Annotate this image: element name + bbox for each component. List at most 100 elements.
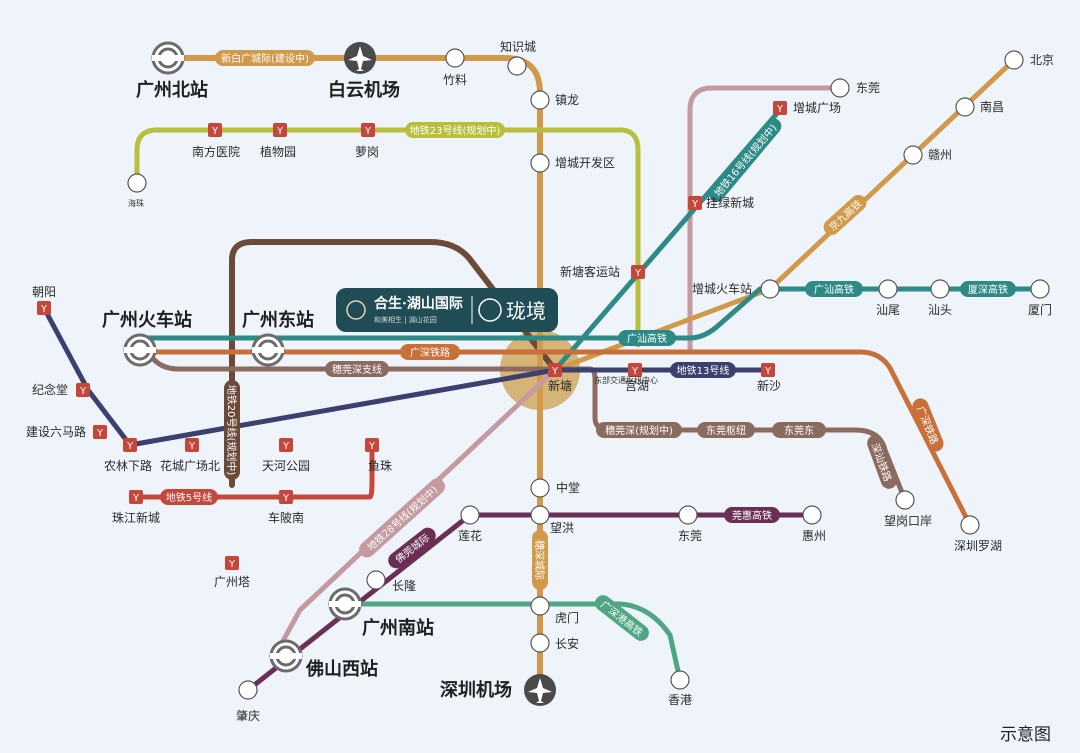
metro-marker-nanfang[interactable]: Y xyxy=(208,123,222,137)
station-dots xyxy=(127,48,1050,700)
metro-marker-xintang-keyun[interactable]: Y xyxy=(631,265,645,279)
label-zhujiang: 珠江新城 xyxy=(112,510,160,525)
tag-metro16-bg xyxy=(708,118,782,202)
station-dot-shanwei[interactable] xyxy=(878,279,898,299)
line-tags: 新白广城际(建设中) 地铁23号线(规划中) 地铁16号线(规划中) 京九高铁 … xyxy=(160,50,1016,641)
station-dot-huizhou[interactable] xyxy=(802,505,822,525)
label-zhenlong: 镇龙 xyxy=(555,93,579,107)
svg-text:Y: Y xyxy=(188,441,196,452)
airport-icon-sz-airport[interactable] xyxy=(524,674,556,706)
metro-marker-luogang[interactable]: Y xyxy=(361,123,375,137)
label-xinsha: 新沙 xyxy=(757,378,781,393)
metro-marker-chaoyang[interactable]: Y xyxy=(37,301,51,315)
metro-marker-gztower[interactable]: Y xyxy=(225,556,239,570)
metro-marker-zhiwuyuan[interactable]: Y xyxy=(273,123,287,137)
metro-marker-jianshe6[interactable]: Y xyxy=(93,425,107,439)
tag-dongguan-hub: 东莞枢纽 xyxy=(706,424,746,437)
metro-marker-yuzhu[interactable]: Y xyxy=(365,438,379,452)
station-dot-zengcheng-kfq[interactable] xyxy=(530,153,550,173)
tag-foguan-bg xyxy=(388,527,436,569)
tag-guangshen-rail-bg xyxy=(400,344,460,360)
station-dot-sz-luohu[interactable] xyxy=(960,515,980,535)
label-beijing: 北京 xyxy=(1030,53,1054,67)
tag-metro13: 地铁13号线 xyxy=(677,364,730,377)
tag-suishen: 穗深城际 xyxy=(533,540,546,580)
tag-metro5-bg xyxy=(160,489,218,505)
label-zengcheng-kfq: 增城开发区 xyxy=(555,155,615,170)
train-station-icon-gz-south[interactable] xyxy=(328,587,362,621)
label-zhuliao: 竹料 xyxy=(443,73,467,87)
train-station-icon-gz-north[interactable] xyxy=(151,41,185,75)
hub-label-gz-north: 广州北站 xyxy=(136,79,208,101)
station-dot-dongguan-mid[interactable] xyxy=(678,505,698,525)
label-jiniantang: 纪念堂 xyxy=(32,382,68,397)
label-wanghong: 望洪 xyxy=(550,521,574,535)
metro-marker-xintang[interactable]: Y xyxy=(548,363,562,377)
tag-suiguanshen-branch-bg xyxy=(325,361,389,377)
tag-suiguanshen-plan-bg xyxy=(596,422,682,438)
station-dot-zhuliao[interactable] xyxy=(445,48,465,68)
label-nonglin: 农林下路 xyxy=(104,458,152,473)
metro-marker-huacheng[interactable]: Y xyxy=(185,438,199,452)
tag-guangshan-e-bg xyxy=(805,281,863,297)
tag-guangshen-road-bg xyxy=(912,398,944,452)
line-metro-navy xyxy=(41,305,558,448)
station-dot-nanchang[interactable] xyxy=(955,97,975,117)
svg-text:Y: Y xyxy=(276,126,284,137)
station-dot-zengcheng-station[interactable] xyxy=(760,279,780,299)
tag-xinbai: 新白广城际(建设中) xyxy=(221,52,309,65)
label-guali: 挂绿新城 xyxy=(706,195,754,210)
station-dot-haizhu[interactable] xyxy=(127,173,147,193)
station-dot-changlong[interactable] xyxy=(366,570,386,590)
metro-markers: Y Y Y Y Y Y Y Y Y Y Y Y Y Y Y Y Y Y Y xyxy=(37,101,787,570)
tag-metro23: 地铁23号线(规划中) xyxy=(410,124,501,137)
metro-marker-jiniantang[interactable]: Y xyxy=(76,383,90,397)
station-dot-wanggang[interactable] xyxy=(895,490,915,510)
metro-marker-gonghu[interactable]: Y xyxy=(628,363,642,377)
station-dot-chang-an[interactable] xyxy=(530,633,550,653)
svg-text:Y: Y xyxy=(551,366,559,377)
station-dot-humen[interactable] xyxy=(530,596,550,616)
tag-metro5: 地铁5号线 xyxy=(166,491,212,504)
legend-caption: 示意图 xyxy=(1000,725,1051,745)
svg-text:Y: Y xyxy=(691,199,699,210)
train-station-icon-gz-station[interactable] xyxy=(123,333,157,367)
station-dot-zhaoqing[interactable] xyxy=(238,680,258,700)
station-dot-wanghong[interactable] xyxy=(530,505,550,525)
station-dot-dongguan-top[interactable] xyxy=(830,78,850,98)
station-dot-shantou[interactable] xyxy=(930,279,950,299)
metro-marker-zhujiang[interactable]: Y xyxy=(129,490,143,504)
svg-text:Y: Y xyxy=(282,441,290,452)
metro-marker-nonglin[interactable]: Y xyxy=(123,438,137,452)
train-station-icon-foshan-west[interactable] xyxy=(269,639,303,673)
svg-text:Y: Y xyxy=(126,441,134,452)
station-dot-lianhua[interactable] xyxy=(460,505,480,525)
station-dot-zhishicheng[interactable] xyxy=(507,56,527,76)
brand-badge-bg xyxy=(336,288,558,332)
label-xiamen: 厦门 xyxy=(1028,302,1052,317)
metro-marker-xinsha[interactable]: Y xyxy=(761,363,775,377)
metro-marker-zengcheng-plaza[interactable]: Y xyxy=(773,101,787,115)
train-station-icon-gz-east[interactable] xyxy=(251,333,285,367)
station-dot-ganzhou[interactable] xyxy=(903,145,923,165)
station-dot-zhongtang[interactable] xyxy=(530,478,550,498)
svg-text:Y: Y xyxy=(96,428,104,439)
tag-guangshen-rail: 广深铁路 xyxy=(410,346,450,359)
tag-xiashen: 厦深高铁 xyxy=(968,283,1008,296)
hub-icons xyxy=(123,41,556,706)
svg-text:Y: Y xyxy=(368,441,376,452)
station-dot-hongkong[interactable] xyxy=(670,670,690,690)
metro-marker-tianhe[interactable]: Y xyxy=(279,438,293,452)
station-dot-beijing[interactable] xyxy=(1004,50,1024,70)
tag-guanhui-bg xyxy=(724,507,780,523)
tag-dongguan-east: 东莞东 xyxy=(784,424,814,437)
label-sz-luohu: 深圳罗湖 xyxy=(954,538,1002,553)
airport-icon-baiyun[interactable] xyxy=(344,42,376,74)
hub-label-foshan-west: 佛山西站 xyxy=(305,658,378,680)
station-dot-zhenlong[interactable] xyxy=(530,90,550,110)
metro-marker-guali[interactable]: Y xyxy=(688,196,702,210)
label-zhiwuyuan: 植物园 xyxy=(260,144,296,159)
station-dot-xiamen[interactable] xyxy=(1030,279,1050,299)
metro-marker-chebei[interactable]: Y xyxy=(279,490,293,504)
hub-label-gz-south: 广州南站 xyxy=(362,617,434,639)
